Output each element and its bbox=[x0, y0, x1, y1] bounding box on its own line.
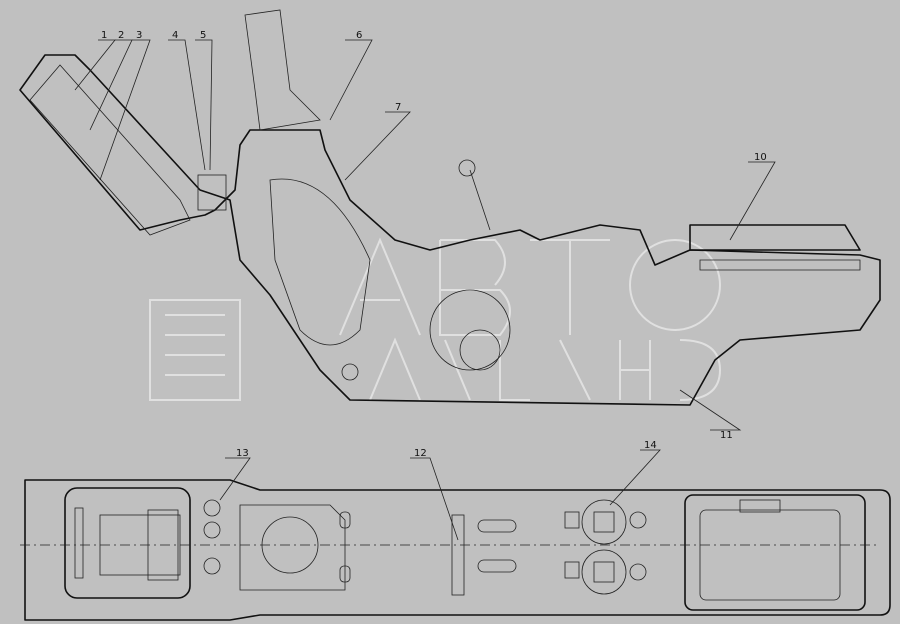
console-side-view bbox=[19, 9, 881, 406]
callout-4: 4 bbox=[172, 30, 178, 41]
callout-12: 12 bbox=[414, 448, 427, 459]
callout-6: 6 bbox=[356, 30, 362, 41]
callout-7: 7 bbox=[395, 102, 401, 113]
callout-1: 1 bbox=[101, 30, 107, 41]
callout-2: 2 bbox=[118, 30, 124, 41]
callouts-top: 1 2 3 4 5 6 7 10 11 bbox=[74, 30, 776, 441]
callout-11: 11 bbox=[720, 430, 733, 441]
callout-3: 3 bbox=[136, 30, 142, 41]
callout-10: 10 bbox=[754, 152, 767, 163]
console-top-view: 13 12 14 bbox=[20, 440, 891, 621]
callout-14: 14 bbox=[644, 440, 657, 451]
callout-13: 13 bbox=[236, 448, 249, 459]
watermark-logo bbox=[149, 237, 722, 401]
callout-5: 5 bbox=[200, 30, 206, 41]
